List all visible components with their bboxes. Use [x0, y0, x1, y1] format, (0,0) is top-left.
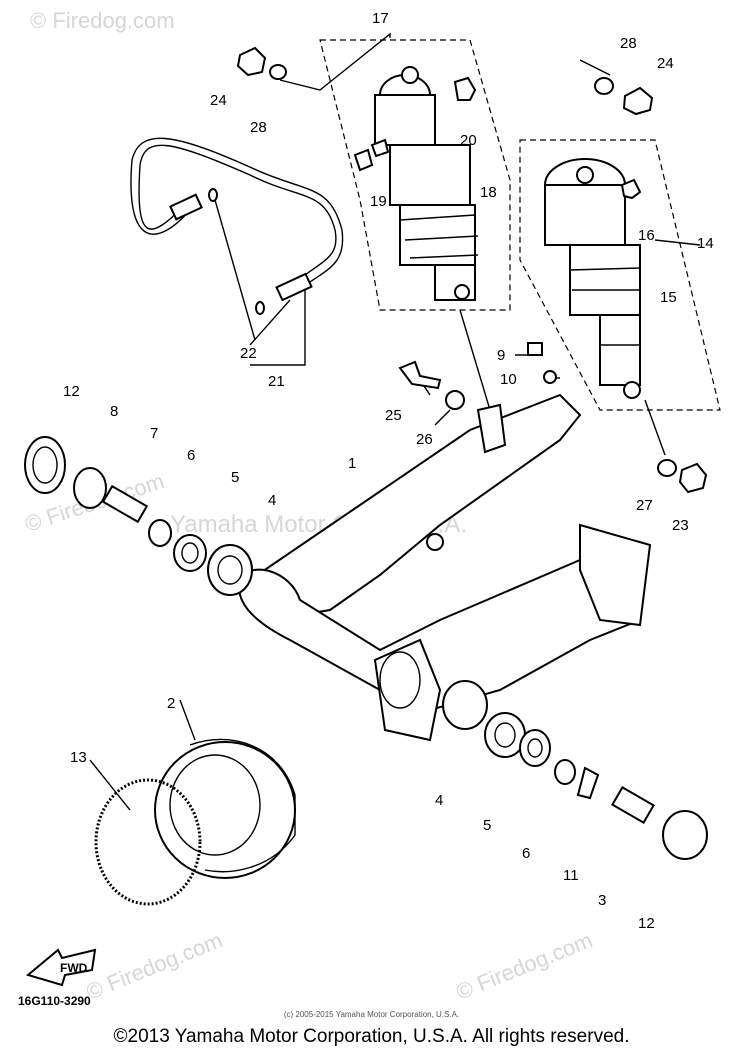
callout-8: 8 — [110, 403, 118, 420]
callout-6a: 6 — [187, 447, 195, 464]
callout-28a: 28 — [250, 119, 267, 136]
watermark-top-left: © Firedog.com — [30, 8, 175, 33]
callout-2: 2 — [167, 695, 175, 712]
callout-11: 11 — [563, 867, 579, 884]
callout-25: 25 — [385, 407, 402, 424]
callout-20: 20 — [460, 132, 477, 149]
callout-13: 13 — [70, 749, 87, 766]
small-copyright: (c) 2005-2015 Yamaha Motor Corporation, … — [283, 1010, 460, 1019]
callout-14: 14 — [697, 235, 714, 252]
copyright-notice: ©2013 Yamaha Motor Corporation, U.S.A. A… — [113, 1026, 630, 1047]
callout-6b: 6 — [522, 845, 530, 862]
callout-21: 21 — [268, 373, 285, 390]
callout-19: 19 — [370, 193, 387, 210]
swing-arm — [238, 393, 652, 742]
callout-22: 22 — [240, 345, 257, 362]
watermark-bottom-right: © Firedog.com — [453, 927, 596, 1004]
air-hose — [130, 137, 344, 315]
callout-3: 3 — [598, 892, 606, 909]
callout-numbers: 1 2 3 4 4 5 5 6 6 7 8 9 10 11 12 12 13 1… — [63, 10, 714, 932]
clamp-ring — [94, 778, 202, 906]
rear-shock-absorber-upper — [374, 66, 479, 301]
callout-1: 1 — [348, 455, 356, 472]
shock-group-box-right — [519, 139, 721, 411]
callout-4a: 4 — [268, 492, 276, 509]
callout-28b: 28 — [620, 35, 637, 52]
callout-24b: 24 — [657, 55, 674, 72]
part-code: 16G110-3290 — [18, 994, 91, 1008]
shock-group-box-left — [319, 39, 511, 311]
callout-24a: 24 — [210, 92, 227, 109]
callout-7: 7 — [150, 425, 158, 442]
rear-shock-absorber-lower — [544, 158, 641, 399]
callout-23: 23 — [672, 517, 689, 534]
rubber-boot — [154, 738, 296, 879]
callout-17: 17 — [372, 10, 389, 27]
callout-18: 18 — [480, 184, 497, 201]
forward-direction-arrow: FWD — [25, 948, 97, 987]
callout-27: 27 — [636, 497, 653, 514]
callout-12b: 12 — [638, 915, 655, 932]
callout-4b: 4 — [435, 792, 443, 809]
callout-26: 26 — [416, 431, 433, 448]
callout-15: 15 — [660, 289, 677, 306]
callout-5a: 5 — [231, 469, 239, 486]
callout-12a: 12 — [63, 383, 80, 400]
pivot-parts-left — [24, 436, 253, 596]
leader-lines — [89, 32, 701, 811]
callout-10: 10 — [500, 371, 517, 388]
callout-16: 16 — [638, 227, 655, 244]
callout-9: 9 — [497, 347, 505, 364]
callout-5b: 5 — [483, 817, 491, 834]
forward-direction-label: FWD — [60, 961, 88, 975]
pivot-parts-right — [484, 712, 708, 860]
small-hardware — [236, 46, 708, 494]
watermark-bottom: © Firedog.com — [83, 927, 226, 1004]
